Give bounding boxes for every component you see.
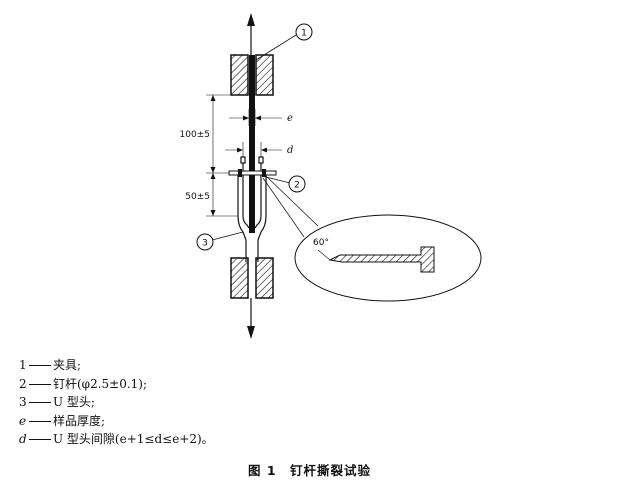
legend-text: 夹具; <box>53 358 82 372</box>
legend-dash <box>29 420 51 422</box>
needle-detail: 60° <box>294 214 482 302</box>
needle-bar <box>228 169 277 177</box>
callout-3: 3 <box>196 231 244 251</box>
legend-row: 2 钉杆(φ2.5±0.1); <box>19 375 214 394</box>
callout-3-label: 3 <box>202 239 208 249</box>
figure-number: 图 1 <box>248 463 277 478</box>
pull-arrow-up <box>247 13 255 55</box>
legend-row: 1 夹具; <box>19 356 214 375</box>
legend-row: e 样品厚度; <box>19 412 214 431</box>
legend-symbol: e <box>19 413 27 428</box>
legend-text: U 型头间隙(e+1≤d≤e+2)。 <box>53 432 214 446</box>
pull-arrow-down <box>247 298 255 339</box>
callout-2: 2 <box>265 175 306 193</box>
legend-symbol: 1 <box>19 358 27 372</box>
tear-test-diagram: 1 100±5 50±5 e d <box>180 13 482 339</box>
legend-symbol: d <box>19 432 27 446</box>
callout-2-label: 2 <box>294 181 300 191</box>
angle-label: 60° <box>313 238 329 248</box>
legend-text: U 型头; <box>53 395 95 409</box>
symbol-e: e <box>287 113 293 124</box>
legend-dash <box>29 365 51 366</box>
legend-dash <box>29 439 51 440</box>
legend-symbol: 2 <box>19 376 27 391</box>
needle-detail-shape <box>328 246 435 273</box>
callout-1-label: 1 <box>301 29 307 39</box>
thickness-dimension-e: e <box>229 109 293 126</box>
dimension-lower-label: 50±5 <box>185 192 210 202</box>
callout-1: 1 <box>255 23 313 61</box>
u-head <box>237 156 267 262</box>
figure-title: 钉杆撕裂试验 <box>289 463 371 478</box>
legend-row: d U 型头间隙(e+1≤d≤e+2)。 <box>19 430 214 449</box>
dimension-upper-label: 100±5 <box>180 130 210 140</box>
legend-symbol: 3 <box>19 395 27 409</box>
figure-caption: 图 1 钉杆撕裂试验 <box>0 460 619 479</box>
legend-text: 样品厚度; <box>53 413 106 428</box>
lower-clamp <box>230 257 274 299</box>
legend-dash <box>29 402 51 403</box>
legend-dash <box>29 383 51 385</box>
gap-dimension-d: d <box>225 142 293 158</box>
upper-clamp <box>230 54 274 96</box>
symbol-d: d <box>287 145 293 156</box>
dimension-upper: 100±5 <box>180 94 238 174</box>
dimension-lower: 50±5 <box>185 173 238 217</box>
specimen <box>249 55 255 233</box>
detail-leader <box>262 175 319 238</box>
legend-text: 钉杆(φ2.5±0.1); <box>53 376 148 391</box>
legend: 1 夹具; 2 钉杆(φ2.5±0.1); 3 U 型头; e 样品厚度; d U 型头间… <box>19 356 214 449</box>
legend-row: 3 U 型头; <box>19 393 214 412</box>
